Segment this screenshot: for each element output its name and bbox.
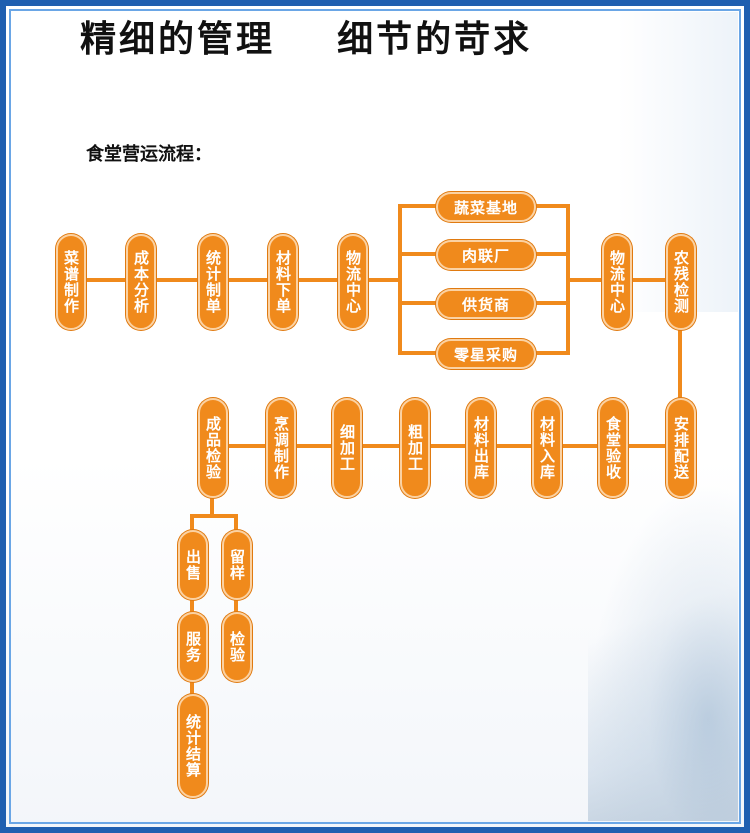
node-tongji: 统计制单 (198, 234, 228, 330)
node-cailiao-xiadan: 材料下单 (268, 234, 298, 330)
node-cujiagong: 粗加工 (400, 398, 430, 498)
node-chengpin: 成品检验 (198, 398, 228, 498)
node-wuliu-1: 物流中心 (338, 234, 368, 330)
node-chuku: 材料出库 (466, 398, 496, 498)
node-chushou: 出售 (178, 530, 208, 600)
node-jianyan: 检验 (222, 612, 252, 682)
node-anpai: 安排配送 (666, 398, 696, 498)
node-shucai: 蔬菜基地 (436, 192, 536, 222)
node-wuliu-2: 物流中心 (602, 234, 632, 330)
node-ruku: 材料入库 (532, 398, 562, 498)
node-chengben: 成本分析 (126, 234, 156, 330)
node-lingxing: 零星采购 (436, 339, 536, 369)
poster-title: 精细的管理 细节的苛求 (80, 18, 533, 60)
process-subtitle: 食堂营运流程： (86, 144, 212, 165)
node-tongji-jiesuan: 统计结算 (178, 694, 208, 798)
node-pengtiao: 烹调制作 (266, 398, 296, 498)
node-gonghuo: 供货商 (436, 289, 536, 319)
node-yanshou: 食堂验收 (598, 398, 628, 498)
mountain-background (588, 481, 738, 821)
node-fuwu: 服务 (178, 612, 208, 682)
node-roulian: 肉联厂 (436, 240, 536, 270)
node-liuyang: 留样 (222, 530, 252, 600)
node-nongcan: 农残检测 (666, 234, 696, 330)
node-caipu: 菜谱制作 (56, 234, 86, 330)
node-xijiagong: 细加工 (332, 398, 362, 498)
